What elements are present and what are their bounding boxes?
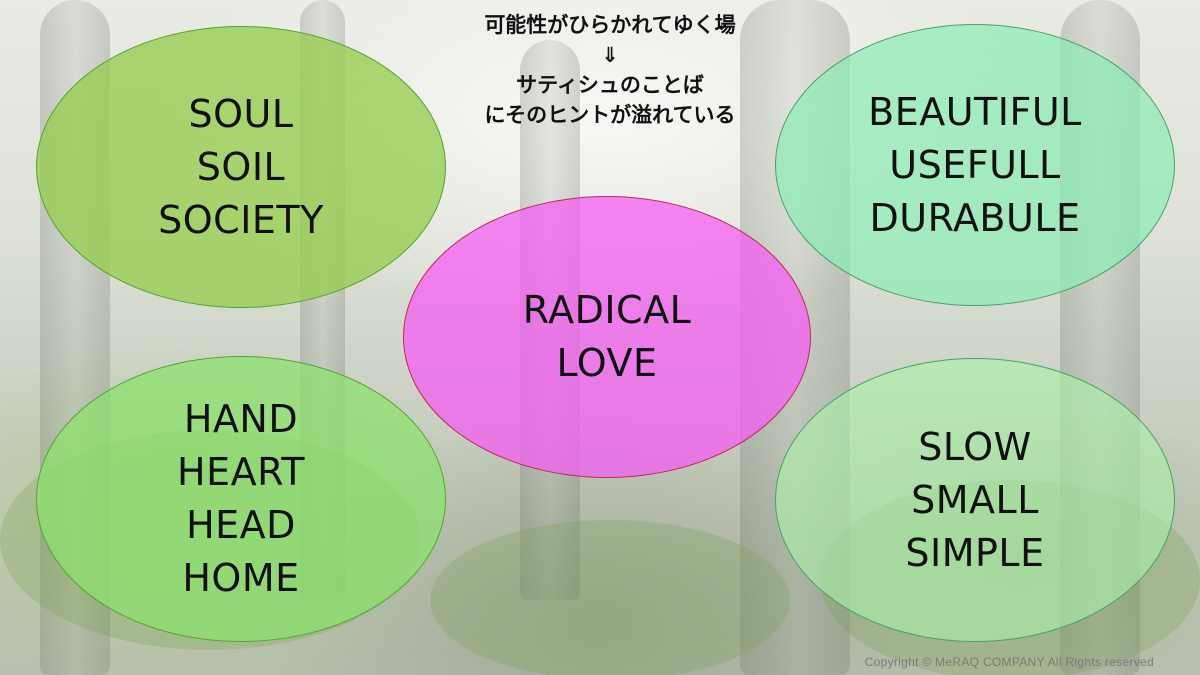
ellipse-radical-love: RADICAL LOVE [403, 196, 811, 478]
moss-patch [430, 520, 790, 675]
ellipse-label: BEAUTIFUL USEFULL DURABULE [868, 89, 1082, 240]
headline-line-3: にそのヒントが溢れている [484, 103, 736, 127]
headline-line-1: 可能性がひらかれてゆく場 [484, 13, 736, 37]
ellipse-slow-small-simple: SLOW SMALL SIMPLE [775, 358, 1175, 642]
headline: 可能性がひらかれてゆく場 ⇓ サティシュのことば にそのヒントが溢れている [420, 10, 800, 130]
headline-line-2: サティシュのことば [516, 73, 704, 97]
ellipse-label: SOUL SOIL SOCIETY [158, 91, 324, 242]
down-arrow-icon: ⇓ [601, 43, 619, 67]
copyright-notice: Copyright © MeRAQ COMPANY All Rights res… [864, 655, 1154, 669]
ellipse-beautiful-usefull-durabule: BEAUTIFUL USEFULL DURABULE [775, 24, 1175, 306]
ellipse-soul-soil-society: SOUL SOIL SOCIETY [36, 26, 446, 308]
ellipse-label: SLOW SMALL SIMPLE [905, 424, 1045, 575]
ellipse-label: HAND HEART HEAD HOME [177, 397, 305, 600]
ellipse-hand-heart-head-home: HAND HEART HEAD HOME [36, 356, 446, 642]
ellipse-label: RADICAL LOVE [522, 288, 692, 385]
